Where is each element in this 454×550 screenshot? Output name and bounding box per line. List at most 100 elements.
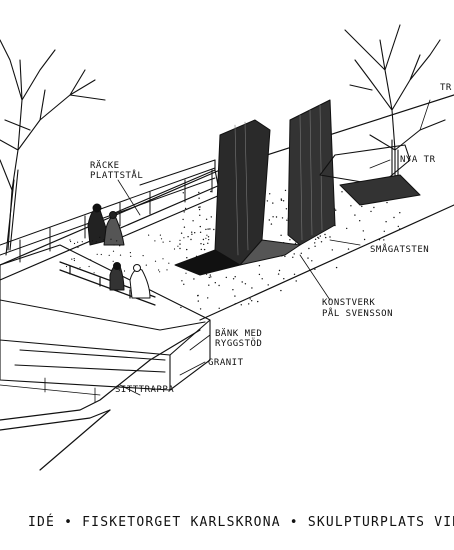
cobblestone-dot: [77, 268, 79, 270]
cobblestone-dot: [169, 240, 171, 242]
cobblestone-dot: [268, 219, 270, 221]
cobblestone-dot: [208, 284, 210, 286]
cobblestone-dot: [249, 298, 251, 300]
cobblestone-dot: [162, 241, 164, 243]
cobblestone-dot: [399, 212, 401, 214]
cobblestone-dot: [294, 242, 297, 244]
cobblestone-dot: [79, 267, 81, 269]
cobblestone-dot: [154, 260, 157, 262]
cobblestone-dot: [70, 240, 72, 243]
cobblestone-dot: [112, 260, 114, 262]
cobblestone-dot: [282, 200, 285, 202]
cobblestone-dot: [180, 232, 183, 234]
cobblestone-dot: [203, 248, 206, 251]
cobblestone-dot: [293, 273, 296, 275]
cobblestone-dot: [270, 223, 273, 225]
cobblestone-dot: [91, 240, 94, 242]
cobblestone-dot: [225, 276, 227, 279]
cobblestone-dot: [186, 257, 188, 259]
cobblestone-dot: [185, 272, 187, 274]
cobblestone-dot: [159, 234, 161, 236]
cobblestone-dot: [207, 236, 210, 238]
cobblestone-dot: [197, 295, 199, 297]
cobblestone-dot: [179, 247, 181, 250]
cobblestone-dot: [280, 198, 282, 200]
cobblestone-dot: [205, 228, 207, 231]
cobblestone-dot: [198, 191, 200, 194]
leader-lines: [117, 99, 431, 396]
cobblestone-dot: [289, 239, 291, 241]
cobblestone-dot: [179, 243, 181, 245]
cobblestone-dot: [113, 244, 115, 246]
cobblestone-dot: [286, 219, 288, 221]
cobblestone-dot: [208, 276, 210, 279]
cobblestone-dot: [118, 269, 121, 271]
cobblestone-dot: [183, 226, 186, 228]
cobblestone-dot: [73, 242, 76, 245]
cobblestone-dot: [272, 202, 274, 204]
cobblestone-dot: [145, 264, 147, 266]
cobblestone-dot: [208, 239, 210, 241]
cobblestone-dot: [207, 242, 209, 244]
cobblestone-dot: [198, 197, 200, 199]
cobblestone-dot: [173, 248, 176, 250]
cobblestone-dot: [329, 236, 331, 238]
cobblestone-dot: [65, 265, 68, 268]
cobblestone-dot: [283, 278, 285, 280]
cobblestone-dot: [261, 278, 263, 280]
cobblestone-dot: [110, 238, 112, 240]
cobblestone-dot: [199, 206, 201, 208]
cobblestone-dot: [179, 239, 181, 241]
cobblestone-dot: [199, 214, 201, 216]
cobblestone-dot: [130, 255, 132, 257]
cobblestone-dot: [267, 284, 269, 286]
cobblestone-dot: [325, 236, 327, 239]
cobblestone-dot: [210, 216, 212, 218]
cobblestone-dot: [142, 255, 144, 257]
cobblestone-dot: [162, 258, 164, 260]
cobblestone-dot: [158, 269, 160, 271]
cobblestone-dot: [257, 300, 259, 303]
cobblestone-dot: [317, 236, 319, 239]
cobblestone-dot: [240, 304, 242, 306]
cobblestone-dot: [218, 307, 220, 309]
cobblestone-dot: [258, 265, 261, 267]
cobblestone-dot: [198, 206, 200, 208]
cobblestone-dot: [280, 289, 282, 292]
cobblestone-dot: [218, 284, 220, 287]
label-seat-stairs: SITTTRAPPA: [115, 385, 174, 395]
cobblestone-dot: [248, 303, 250, 305]
cobblestone-dot: [393, 216, 395, 219]
cobblestone-dot: [112, 250, 115, 252]
cobblestone-dot: [203, 243, 205, 246]
cobblestone-dot: [191, 233, 193, 235]
cobblestone-dot: [341, 191, 343, 193]
cobblestone-dot: [314, 242, 316, 244]
cobblestone-dot: [119, 245, 121, 247]
cobblestone-dot: [370, 210, 372, 213]
cobblestone-dot: [234, 295, 236, 297]
cobblestone-dot: [159, 271, 161, 273]
cobblestone-dot: [205, 218, 208, 220]
cobblestone-dot: [307, 257, 309, 259]
platform-right: [319, 144, 421, 206]
cobblestone-dot: [383, 239, 385, 241]
cobblestone-dot: [209, 274, 211, 276]
label-bench-line-2: RYGGSTÖD: [215, 338, 262, 349]
cobblestone-dot: [184, 207, 187, 210]
cobblestone-dot: [251, 287, 253, 289]
cobblestone-dot: [300, 252, 302, 254]
label-artwork-line-2: PÅL SVENSSON: [322, 307, 393, 319]
cobblestone-dot: [285, 208, 288, 210]
cobblestone-dot: [119, 254, 122, 256]
label-granite: GRANIT: [208, 358, 244, 368]
cobblestone-dot: [331, 249, 333, 251]
right-tree: [344, 24, 446, 196]
sculpture: [174, 99, 336, 276]
caption: IDÉ • FISKETORGET KARLSKRONA • SKULPTURP…: [28, 514, 454, 530]
cobblestone-dot: [71, 258, 73, 260]
cobblestone-dot: [308, 247, 310, 250]
cobblestone-dot: [354, 214, 356, 216]
